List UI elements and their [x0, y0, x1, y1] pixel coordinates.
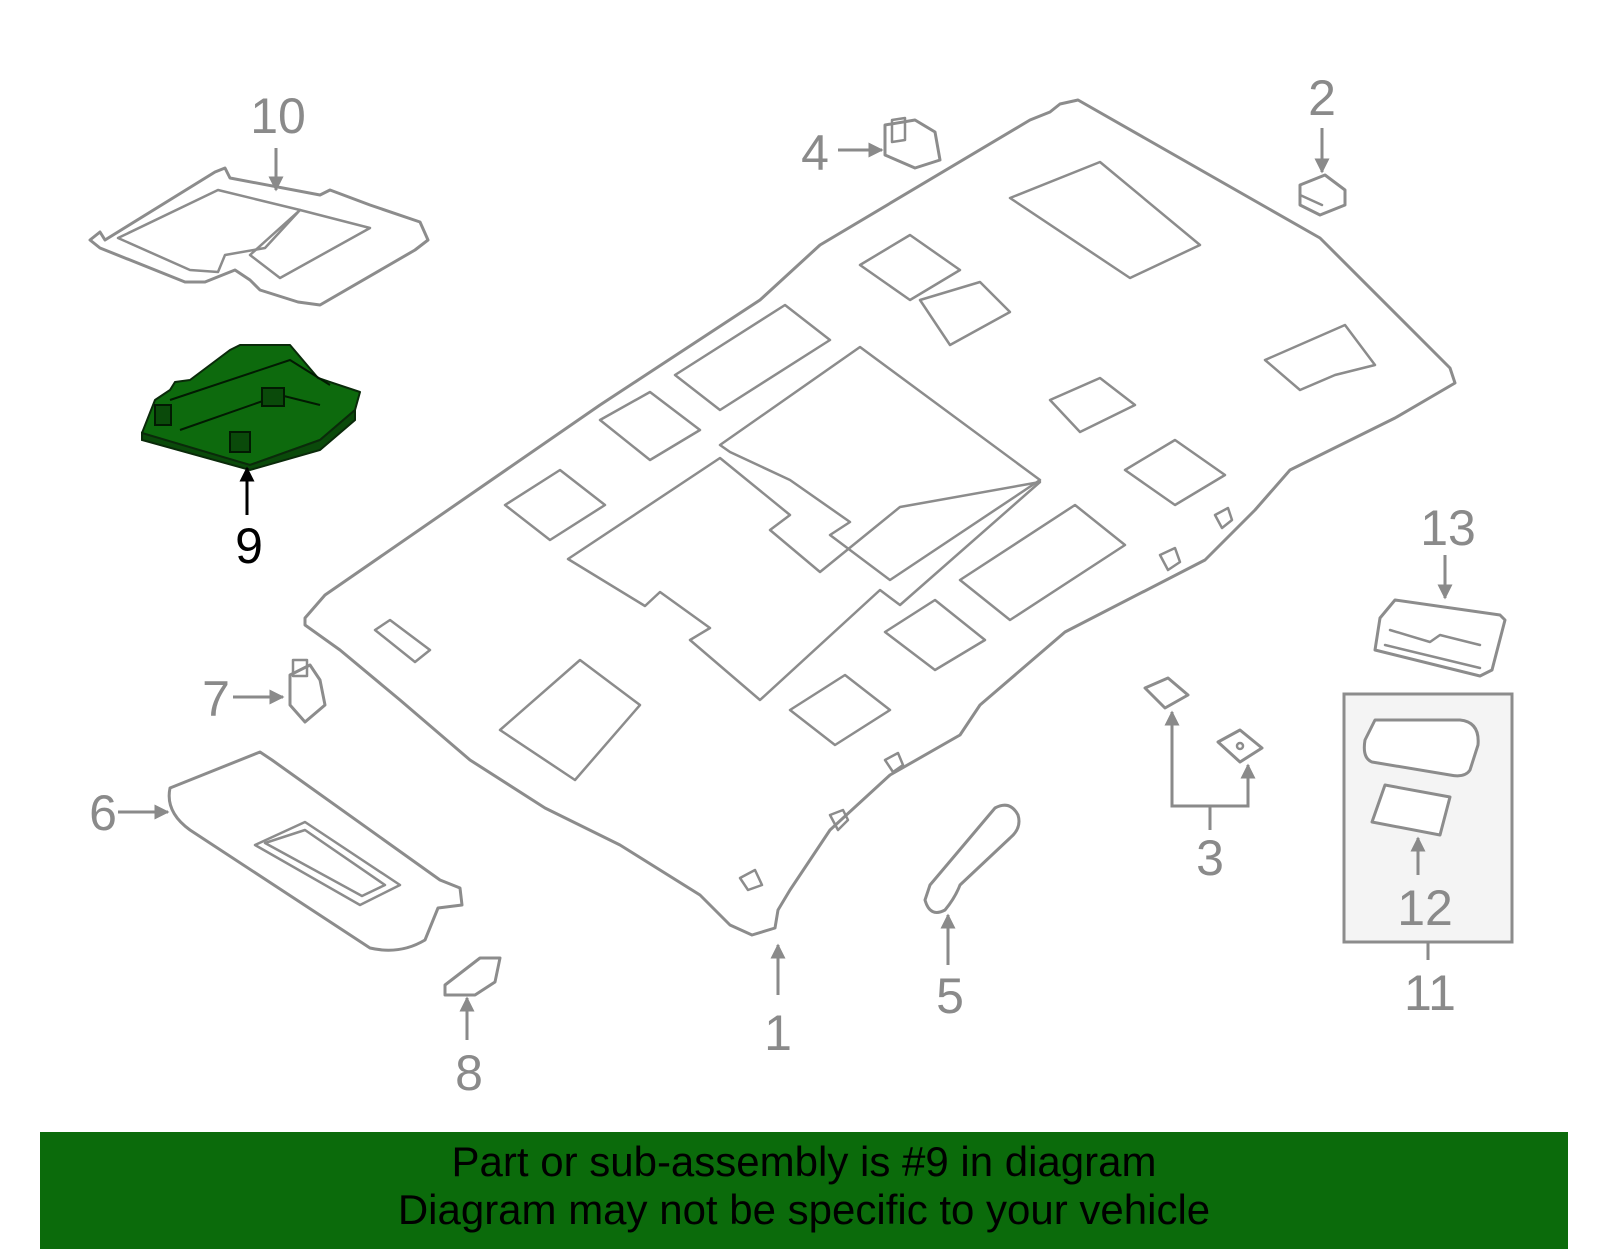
frame-part-10[interactable] [88, 166, 430, 307]
callout-13: 13 [1420, 500, 1476, 556]
parts-diagram: 1 2 3 4 5 6 7 8 9 10 11 12 13 [88, 70, 1514, 1101]
headliner-part-1[interactable] [303, 98, 1457, 937]
part-2[interactable] [1298, 173, 1347, 217]
callout-1: 1 [764, 1005, 792, 1061]
map-lamp-part-9[interactable] [141, 344, 361, 472]
part-8[interactable] [443, 956, 502, 997]
callout-7: 7 [202, 671, 230, 727]
part-3[interactable] [1143, 676, 1264, 764]
lamp-part-13[interactable] [1373, 598, 1507, 678]
callout-9: 9 [235, 518, 263, 574]
leader-3-b [1210, 765, 1250, 808]
sun-visor-part-6[interactable] [167, 750, 464, 952]
callout-10: 10 [250, 88, 306, 144]
callout-12: 12 [1397, 880, 1453, 936]
leader-3 [1170, 712, 1212, 830]
callout-11: 11 [1404, 965, 1456, 1021]
callout-6: 6 [89, 785, 117, 841]
part-4[interactable] [883, 116, 942, 170]
lens-part-12[interactable] [1362, 718, 1480, 837]
callout-5: 5 [936, 968, 964, 1024]
banner-line-2: Diagram may not be specific to your vehi… [397, 1186, 1211, 1233]
callout-4: 4 [801, 125, 829, 181]
callout-2: 2 [1308, 70, 1336, 126]
part-7[interactable] [288, 658, 327, 724]
info-banner: Part or sub-assembly is #9 in diagram Di… [40, 1132, 1568, 1249]
callout-3: 3 [1196, 830, 1224, 886]
grab-handle-part-5[interactable] [923, 803, 1021, 914]
banner-line-1: Part or sub-assembly is #9 in diagram [451, 1138, 1157, 1185]
callout-8: 8 [455, 1045, 483, 1101]
